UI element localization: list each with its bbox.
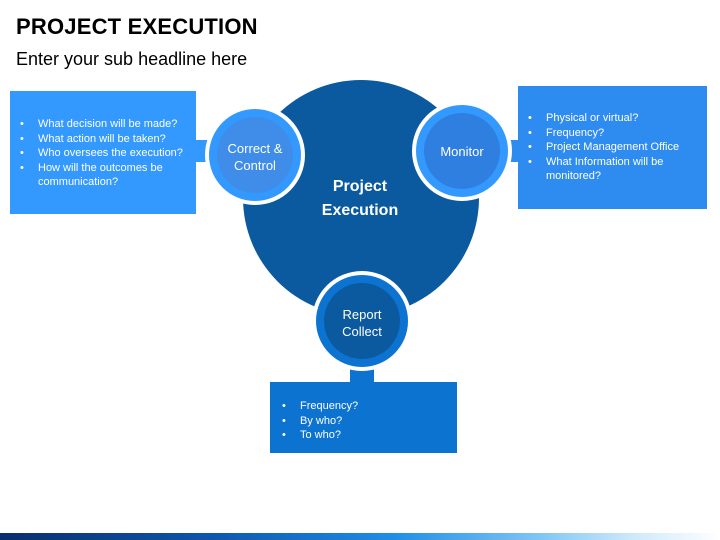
monitor-label: Monitor — [440, 144, 484, 159]
list-item: What Information will be monitored? — [524, 155, 701, 184]
list-item: What decision will be made? — [16, 117, 190, 132]
slide-title: PROJECT EXECUTION — [16, 14, 258, 39]
report-collect-list: Frequency? By who? To who? — [278, 399, 451, 443]
list-item: Project Management Office — [524, 140, 701, 155]
center-label-line1: Project — [332, 178, 388, 195]
monitor-info-box: Physical or virtual? Frequency? Project … — [518, 86, 707, 209]
center-label: Project Execution — [300, 175, 420, 223]
list-item: To who? — [278, 428, 451, 443]
report-collect-label-line2: Collect — [342, 324, 382, 339]
monitor-list: Physical or virtual? Frequency? Project … — [524, 111, 701, 184]
correct-control-info-box: What decision will be made? What action … — [10, 91, 196, 214]
list-item: By who? — [278, 414, 451, 429]
report-collect-inner — [324, 283, 400, 359]
center-label-line2: Execution — [321, 202, 399, 219]
list-item: Who oversees the execution? — [16, 146, 190, 161]
list-item: What action will be taken? — [16, 132, 190, 147]
list-item: Frequency? — [278, 399, 451, 414]
slide-subtitle: Enter your sub headline here — [16, 49, 248, 69]
correct-control-label-line2: Control — [234, 158, 276, 173]
monitor-inner — [424, 113, 500, 189]
list-item: Physical or virtual? — [524, 111, 701, 126]
list-item: Frequency? — [524, 126, 701, 141]
footer-gradient-bar — [0, 533, 720, 540]
report-collect-info-box: Frequency? By who? To who? — [270, 382, 457, 453]
report-collect-label-line1: Report — [342, 307, 382, 322]
correct-control-label: Correct & Control — [210, 140, 300, 174]
correct-control-inner — [217, 117, 293, 193]
correct-control-label-line1: Correct & — [227, 141, 283, 156]
list-item: How will the outcomes be communication? — [16, 161, 190, 190]
correct-control-list: What decision will be made? What action … — [16, 117, 190, 190]
report-collect-label: Report Collect — [317, 306, 407, 340]
